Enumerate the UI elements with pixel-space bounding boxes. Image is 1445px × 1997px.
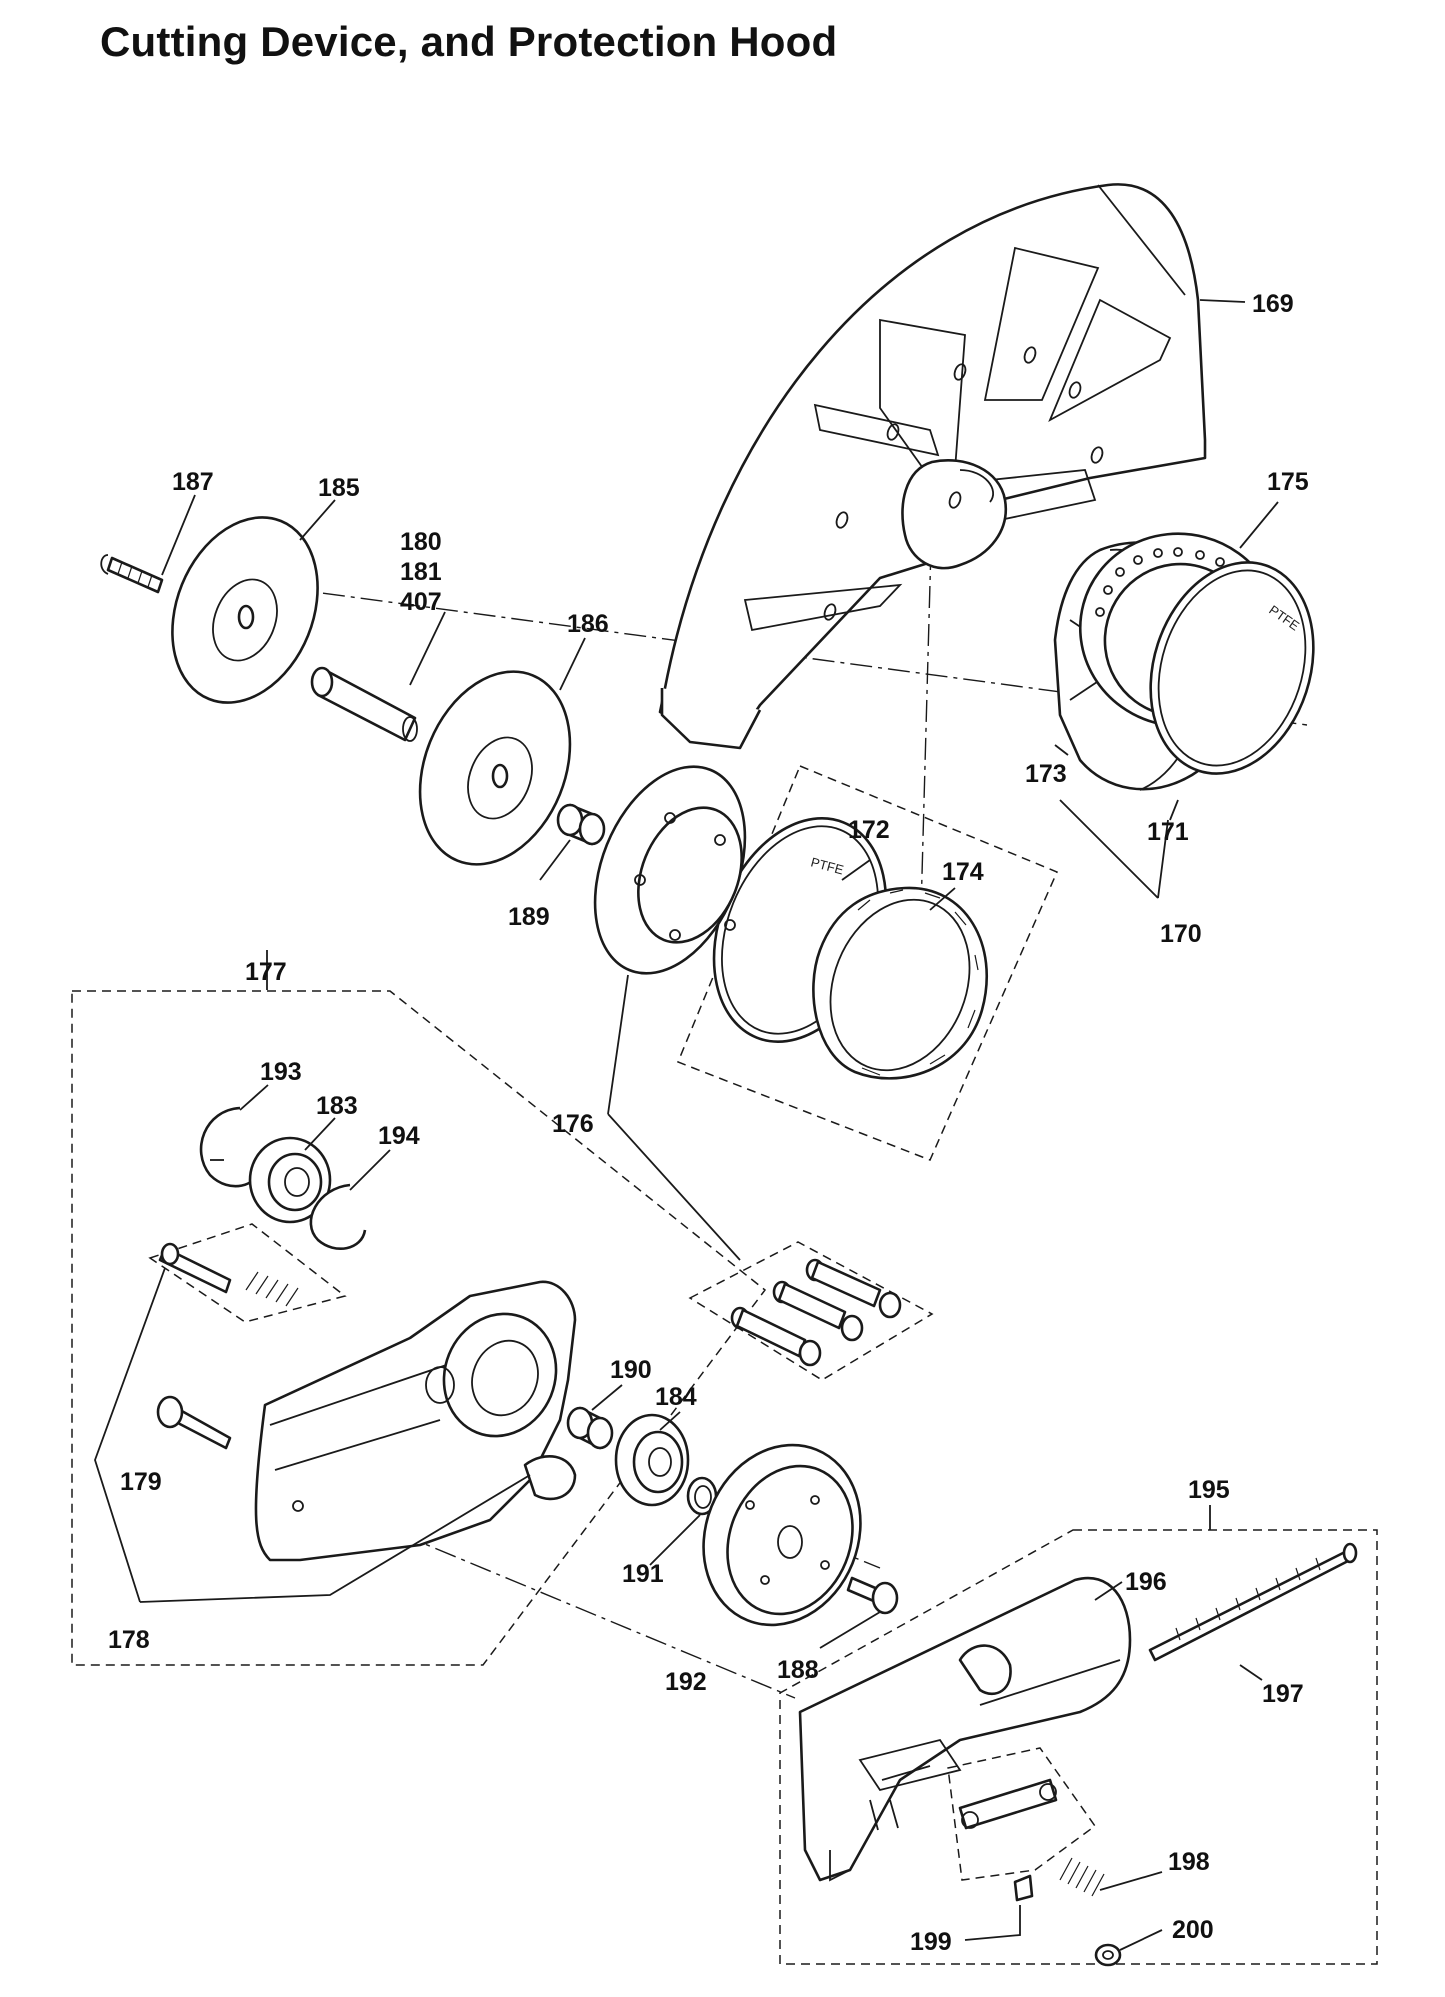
leader-176b (607, 1113, 741, 1261)
label-172: 172 (848, 816, 890, 844)
nut-200 (1094, 1943, 1122, 1967)
label-189: 189 (508, 903, 550, 931)
page-title: Cutting Device, and Protection Hood (100, 18, 838, 65)
screw-179 (156, 1395, 232, 1450)
leader-199 (964, 1905, 1021, 1941)
label-195: 195 (1188, 1476, 1230, 1504)
leader-188 (819, 1611, 881, 1649)
group-outline-179-spring (148, 1223, 347, 1323)
leader-191 (649, 1514, 701, 1566)
protection-hood-169 (658, 183, 1207, 750)
label-193: 193 (260, 1058, 302, 1086)
washer-186 (418, 670, 572, 866)
leader-187 (161, 494, 196, 576)
label-184: 184 (655, 1383, 697, 1411)
sleeve-180 (310, 666, 418, 742)
leader-189 (539, 839, 571, 881)
belt-guard-196 (798, 1576, 1132, 1882)
label-190: 190 (610, 1356, 652, 1384)
label-173: 173 (1025, 760, 1067, 788)
label-188: 188 (777, 1656, 819, 1684)
leader-175 (1239, 501, 1279, 549)
bolt-187 (100, 554, 164, 594)
label-196: 196 (1125, 1568, 1167, 1596)
ptfe-ring-171: PTFE (1149, 561, 1315, 775)
leader-193 (239, 1084, 269, 1111)
spring-198 (1059, 1857, 1105, 1897)
bushing-189 (556, 803, 606, 846)
leader-176 (607, 974, 629, 1115)
label-192: 192 (665, 1668, 707, 1696)
flange-176 (593, 765, 747, 975)
leader-180 (409, 611, 446, 686)
label-181: 181 (400, 558, 442, 586)
leader-172 (841, 859, 871, 881)
leader-173 (1054, 744, 1069, 756)
label-183: 183 (316, 1092, 358, 1120)
leader-184 (659, 1411, 681, 1431)
leader-198 (1099, 1871, 1163, 1891)
label-198: 198 (1168, 1848, 1210, 1876)
label-169: 169 (1252, 290, 1294, 318)
washer-185 (171, 516, 319, 704)
leader-169 (1199, 299, 1246, 303)
group-outline-195 (779, 1529, 1378, 1965)
label-407: 407 (400, 588, 442, 616)
support-arm-178 (254, 1280, 577, 1562)
pulley-192 (702, 1443, 862, 1627)
label-176: 176 (552, 1110, 594, 1138)
leader-174 (929, 887, 956, 911)
label-194: 194 (378, 1122, 420, 1150)
screw-spring-unit (158, 1242, 299, 1307)
pins-176 (730, 1258, 902, 1367)
part-174 (812, 886, 988, 1080)
group-outline-199 (947, 1747, 1097, 1881)
label-178: 178 (108, 1626, 150, 1654)
centerline-vertical (919, 509, 933, 949)
group-outline-170 (677, 765, 1058, 1161)
label-200: 200 (1172, 1916, 1214, 1944)
group-outline-176-pins (688, 1241, 934, 1381)
bracket-199 (958, 1778, 1058, 1902)
label-191: 191 (622, 1560, 664, 1588)
label-170: 170 (1160, 920, 1202, 948)
leader-170 (1059, 799, 1169, 899)
circlip-194 (309, 1183, 367, 1250)
label-186: 186 (567, 610, 609, 638)
group-outline-177 (71, 990, 767, 1666)
bearing-184 (614, 1413, 690, 1507)
leader-178 (94, 1267, 531, 1603)
label-171: 171 (1147, 818, 1189, 846)
leader-200 (1119, 1929, 1163, 1951)
label-175: 175 (1267, 468, 1309, 496)
leader-183 (304, 1117, 336, 1151)
label-174: 174 (942, 858, 984, 886)
leader-190 (591, 1384, 623, 1411)
label-197: 197 (1262, 1680, 1304, 1708)
leader-197 (1239, 1664, 1263, 1681)
tension-rod-197 (1148, 1542, 1358, 1662)
label-177: 177 (245, 958, 287, 986)
leader-196 (1094, 1581, 1123, 1601)
leader-194 (349, 1149, 391, 1191)
bushing-190 (566, 1406, 614, 1450)
label-185: 185 (318, 474, 360, 502)
leader-185 (299, 499, 336, 541)
label-179: 179 (120, 1468, 162, 1496)
leader-171 (1169, 799, 1179, 821)
bearing-183 (248, 1136, 332, 1224)
bolt-188 (846, 1576, 899, 1615)
label-187: 187 (172, 468, 214, 496)
label-199: 199 (910, 1928, 952, 1956)
label-180: 180 (400, 528, 442, 556)
leader-186 (559, 637, 586, 691)
